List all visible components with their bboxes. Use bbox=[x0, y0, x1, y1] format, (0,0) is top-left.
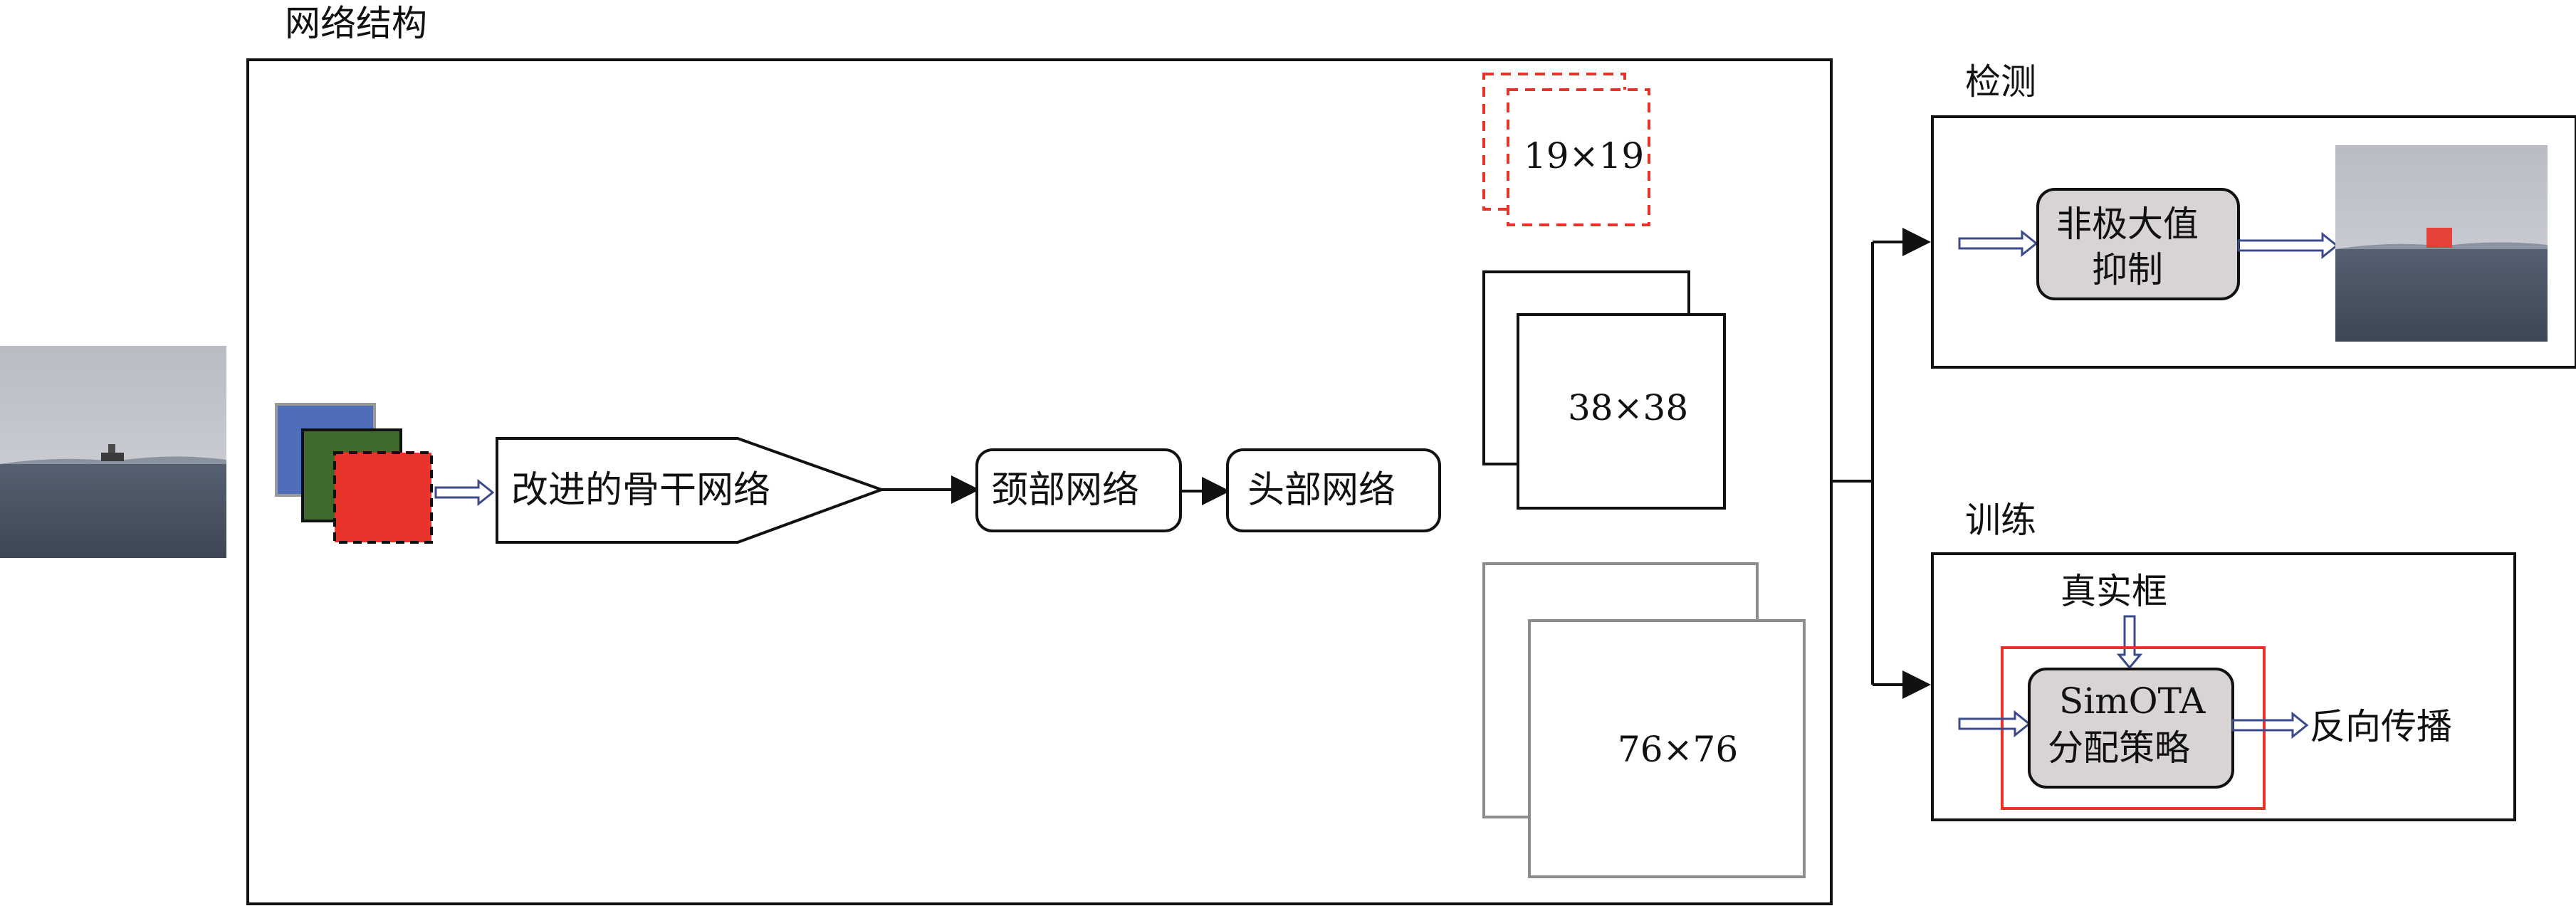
output-image bbox=[2335, 145, 2548, 342]
feature-map-19-label: 19×19 bbox=[1524, 135, 1644, 177]
neck-label: 颈部网络 bbox=[991, 469, 1139, 512]
input-image bbox=[0, 346, 226, 558]
train-title: 训练 bbox=[1965, 500, 2036, 541]
hollow-arrow-train-in bbox=[1958, 710, 2031, 738]
hollow-arrow-train-out bbox=[2231, 711, 2309, 739]
backprop-label: 反向传播 bbox=[2310, 706, 2452, 747]
backbone-label: 改进的骨干网络 bbox=[511, 469, 770, 512]
nms-label-line1: 非极大值 bbox=[2056, 204, 2199, 245]
feature-map-76-label: 76×76 bbox=[1618, 729, 1738, 770]
rgb-channels-icon bbox=[275, 403, 433, 544]
feature-map-38-label: 38×38 bbox=[1568, 387, 1688, 428]
feature-map-38: 38×38 bbox=[1482, 270, 1726, 510]
detection-box bbox=[2426, 228, 2452, 248]
gt-label: 真实框 bbox=[2061, 571, 2167, 612]
hollow-arrow-gt-down bbox=[2116, 615, 2143, 670]
backbone-block bbox=[496, 437, 886, 544]
nms-label-line2: 抑制 bbox=[2092, 249, 2163, 290]
hollow-arrow-detect-out bbox=[2237, 231, 2339, 260]
detect-frame bbox=[1931, 115, 2576, 369]
hollow-arrow-input bbox=[434, 478, 495, 507]
hollow-arrow-detect-in bbox=[1958, 229, 2038, 258]
simota-label-line2: 分配策略 bbox=[2048, 727, 2190, 769]
feature-map-76: 76×76 bbox=[1482, 562, 1806, 878]
train-frame bbox=[1931, 552, 2516, 821]
network-title: 网络结构 bbox=[285, 3, 427, 44]
simota-label-line1: SimOTA bbox=[2059, 680, 2206, 722]
branch-connector bbox=[1831, 228, 1931, 699]
feature-map-19: 19×19 bbox=[1482, 73, 1650, 226]
detect-title: 检测 bbox=[1965, 61, 2036, 102]
head-label: 头部网络 bbox=[1247, 469, 1396, 512]
ship-icon bbox=[101, 444, 124, 461]
head-block bbox=[1226, 448, 1441, 532]
